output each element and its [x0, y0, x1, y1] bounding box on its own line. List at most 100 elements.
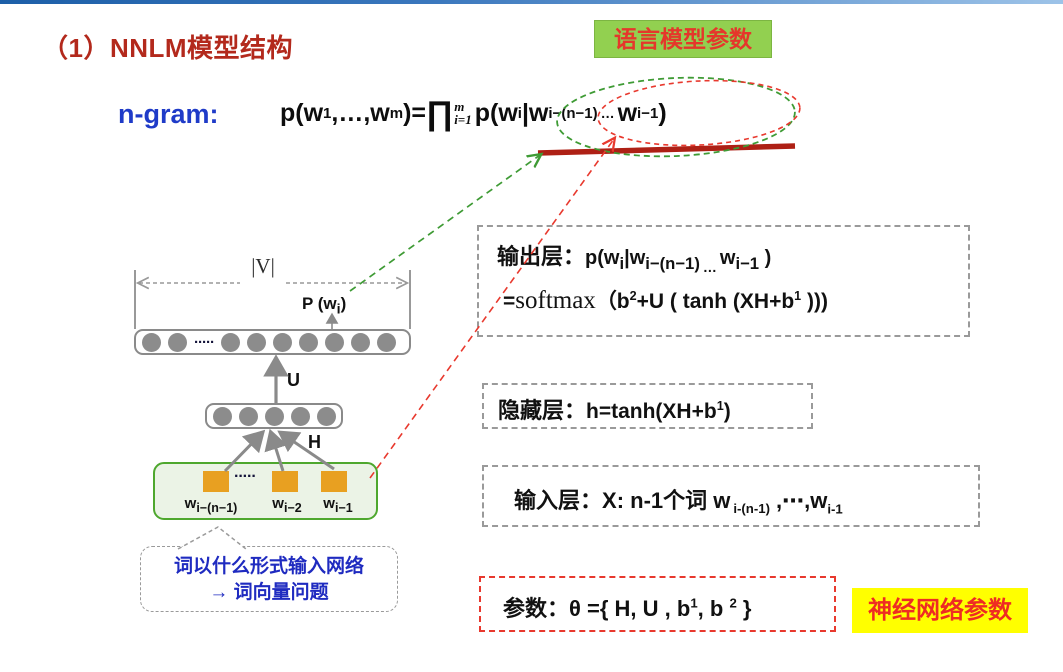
eq-part: p(w: [585, 247, 620, 269]
neuron-circle: [142, 332, 161, 352]
eq-part: X: n-1个词 w: [602, 488, 731, 513]
word-label: wi−1: [313, 495, 363, 515]
word-embedding-square: [272, 471, 298, 492]
p-wi-text: ): [340, 294, 347, 313]
language-model-params-badge: 语言模型参数: [594, 20, 772, 58]
product-upper: m: [454, 99, 465, 114]
eq-sup: 1: [794, 289, 802, 303]
eq-part: h=tanh(XH+b: [586, 400, 717, 423]
h-matrix-label: H: [308, 432, 321, 452]
formula-part: ): [658, 98, 667, 127]
formula-red-underline: [537, 143, 796, 156]
eq-part: w: [719, 247, 736, 269]
neuron-circle: [316, 406, 336, 426]
parameters-label: 参数：: [503, 596, 570, 621]
neuron-circle: [350, 332, 370, 352]
neuron-circle: [272, 332, 292, 352]
eq-sup: 1: [716, 399, 724, 413]
product-symbol: ∏: [426, 94, 454, 131]
eq-part: }: [736, 596, 752, 621]
callout-line1: 词以什么形式输入网络: [173, 556, 364, 577]
hidden-layer-label: 隐藏层：: [498, 398, 587, 423]
top-divider-bar: [0, 0, 1063, 4]
output-row-dots: ·····: [194, 333, 215, 351]
eq-ellipsis: …: [702, 259, 717, 275]
page-title: （1）NNLM模型结构: [42, 33, 294, 63]
hidden-layer-row: [205, 403, 343, 429]
callout-line2: → 词向量问题: [209, 582, 329, 603]
input-layer-label: 输入层：: [514, 488, 603, 513]
parameters-box: 参数：θ ={ H, U , b1, b 2 }: [479, 576, 836, 632]
output-neurons-right: [220, 332, 396, 352]
eq-sup: 1: [690, 595, 698, 611]
eq-sup: 2: [629, 289, 637, 303]
eq-sub: i-(n-1): [733, 501, 770, 517]
formula-part: |w: [521, 98, 549, 127]
eq-part: θ ={ H, U , b: [569, 596, 691, 621]
word-label: wi−2: [262, 495, 312, 515]
product-lower: i=1: [454, 112, 472, 127]
neuron-circle: [246, 332, 266, 352]
p-wi-text: P (w: [302, 294, 337, 313]
formula-part: ,…,w: [331, 98, 390, 127]
eq-part: +U ( tanh (XH+b: [636, 290, 795, 313]
word-label-sub: i−1: [334, 501, 353, 515]
input-dots: ·····: [234, 468, 257, 485]
output-neurons-left: [142, 332, 187, 352]
neural-network-params-badge: 神经网络参数: [852, 588, 1028, 633]
output-layer-equation-box: 输出层：p(wi|wi−(n−1)…wi−1 ) =softmax（b2+U (…: [477, 225, 970, 337]
neuron-circle: [376, 332, 396, 352]
neuron-circle: [264, 406, 284, 426]
neuron-circle: [212, 406, 232, 426]
output-layer-label: 输出层：: [497, 244, 586, 269]
word-label-sub: i−(n−1): [196, 501, 238, 515]
vocab-size-label: |V|: [242, 254, 284, 279]
word-embedding-square: [321, 471, 347, 492]
eq-sub: i: [619, 254, 625, 273]
p-wi-sub: i: [336, 301, 341, 318]
eq-part: ): [723, 400, 731, 423]
hidden-layer-equation-box: 隐藏层：h=tanh(XH+b1): [482, 383, 813, 429]
formula-sub: i: [517, 104, 522, 122]
ngram-label: n-gram:: [118, 99, 219, 129]
eq-sub: i-1: [827, 501, 843, 517]
u-matrix-label: U: [287, 370, 300, 390]
formula-part: )=: [403, 98, 427, 127]
neuron-circle: [324, 332, 344, 352]
formula-part: p(w: [474, 98, 518, 127]
eq-sub: i−(n−1): [645, 254, 700, 273]
eq-sup: 2: [729, 595, 737, 611]
formula-ellipsis: …: [600, 105, 615, 121]
formula-sub: 1: [323, 104, 332, 122]
softmax-text: softmax: [515, 287, 596, 314]
neuron-circle: [168, 332, 187, 352]
word-embedding-square: [203, 471, 229, 492]
eq-part: ): [759, 247, 772, 269]
word-vector-callout: 词以什么形式输入网络 → 词向量问题: [140, 546, 398, 612]
eq-part: （b: [595, 290, 630, 313]
eq-part: , b: [697, 596, 730, 621]
eq-sub: i−1: [735, 254, 760, 273]
word-label: wi−(n−1): [171, 495, 251, 515]
neuron-circle: [220, 332, 240, 352]
neuron-circle: [290, 406, 310, 426]
eq-part: ))): [801, 290, 829, 313]
word-label-text: w: [323, 495, 335, 512]
formula-part: p(w: [280, 98, 324, 127]
word-label-sub: i−2: [283, 501, 302, 515]
neuron-circle: [298, 332, 318, 352]
formula-sub: i−(n−1): [548, 104, 598, 122]
formula-sub: m: [389, 104, 404, 122]
word-label-text: w: [184, 495, 197, 512]
neuron-circle: [238, 406, 258, 426]
eq-part: =: [503, 290, 516, 313]
formula-part: w: [617, 98, 638, 127]
formula-sub: i−1: [637, 104, 659, 122]
eq-part: ,⋯,w: [775, 488, 828, 513]
eq-part: |w: [624, 247, 646, 269]
word-label-text: w: [272, 495, 284, 512]
